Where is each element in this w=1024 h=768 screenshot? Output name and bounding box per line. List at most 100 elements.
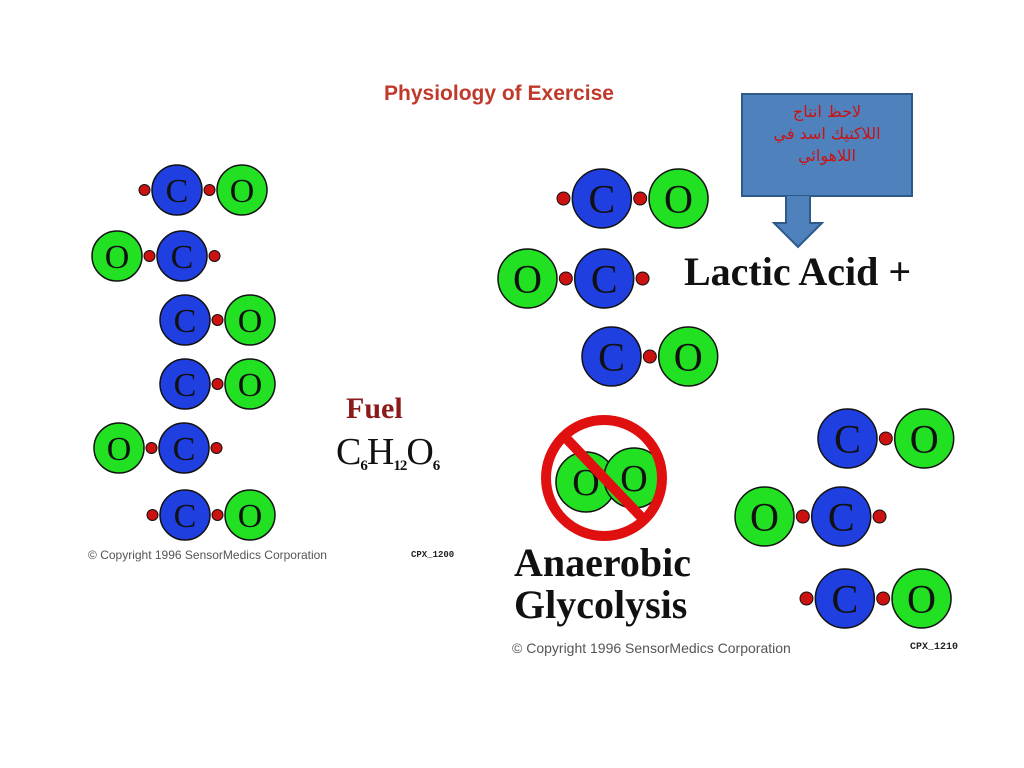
oxygen-atom xyxy=(734,485,795,547)
hydrogen-atom xyxy=(872,509,887,523)
glycolysis-line: Glycolysis xyxy=(514,582,688,627)
oxygen-label: O xyxy=(105,239,130,276)
carbon-label: C xyxy=(598,334,625,379)
oxygen-atom xyxy=(891,567,952,629)
copyright-left: © Copyright 1996 SensorMedics Corporatio… xyxy=(88,548,327,562)
hydrogen-atom xyxy=(799,591,814,605)
hydrogen-atom xyxy=(211,378,224,390)
hydrogen-atom xyxy=(146,509,159,521)
oxygen-label: O xyxy=(238,303,263,340)
carbon-atom xyxy=(159,294,211,346)
hydrogen-atom xyxy=(642,349,657,363)
callout-line-2: اللاكتيك اسد في xyxy=(773,124,881,143)
carbon-label: C xyxy=(828,494,855,539)
carbon-label: C xyxy=(591,256,618,301)
slide-title: Physiology of Exercise xyxy=(384,82,614,105)
code-right: CPX_1210 xyxy=(910,642,959,653)
hydrogen-atom xyxy=(143,250,156,262)
oxygen-atom xyxy=(224,489,276,541)
anaerobic-line: Anaerobic xyxy=(514,540,692,585)
fuel-label: Fuel xyxy=(346,392,403,425)
carbon-atom xyxy=(156,230,208,282)
glucose-formula: C6H12O6 xyxy=(336,431,440,474)
oxygen-label: O xyxy=(238,498,263,535)
hydrogen-atom xyxy=(203,184,216,196)
prohibition-slash xyxy=(560,432,648,524)
hydrogen-atom xyxy=(208,250,221,262)
oxygen-label: O xyxy=(664,176,693,221)
code-left: CPX_1200 xyxy=(411,550,455,560)
hydrogen-atom xyxy=(138,184,151,196)
oxygen-label: O xyxy=(750,494,779,539)
carbon-label: C xyxy=(834,416,861,461)
hydrogen-atom xyxy=(795,509,810,523)
carbon-atom xyxy=(159,489,211,541)
oxygen-atom xyxy=(224,358,276,410)
oxygen-atom xyxy=(648,167,709,229)
oxygen-label: O xyxy=(513,256,542,301)
oxygen-atom xyxy=(497,247,558,309)
hydrogen-atom xyxy=(556,191,571,205)
carbon-atom xyxy=(159,358,211,410)
oxygen-label: O xyxy=(238,367,263,404)
carbon-label: C xyxy=(174,498,197,535)
oxygen-atom xyxy=(657,325,719,387)
hydrogen-atom xyxy=(878,431,893,445)
oxygen-atom xyxy=(224,294,276,346)
carbon-label: C xyxy=(173,431,196,468)
carbon-label: C xyxy=(166,173,189,210)
carbon-atom xyxy=(158,422,210,474)
oxygen-atom xyxy=(216,164,268,216)
down-arrow-icon xyxy=(771,195,825,249)
oxygen-label: O xyxy=(107,431,132,468)
hydrogen-atom xyxy=(211,314,224,326)
hydrogen-atom xyxy=(633,191,648,205)
hydrogen-atom xyxy=(876,591,891,605)
oxygen-label: O xyxy=(910,416,939,461)
carbon-atom xyxy=(817,407,878,469)
carbon-atom xyxy=(581,325,642,387)
callout-line-3: اللاهوائي xyxy=(798,146,856,165)
lactic-acid-label: Lactic Acid + xyxy=(684,249,912,294)
anaerobic-glycolysis-label: Anaerobic Glycolysis xyxy=(514,542,691,626)
carbon-label: C xyxy=(171,239,194,276)
oxygen-atom xyxy=(893,407,955,469)
oxygen-atom xyxy=(91,230,143,282)
carbon-atom xyxy=(573,247,635,309)
carbon-label: C xyxy=(831,576,858,621)
oxygen-label: O xyxy=(907,576,936,621)
prohibition-ring xyxy=(541,415,667,541)
carbon-label: C xyxy=(174,367,197,404)
oxygen-label: O xyxy=(674,334,703,379)
carbon-atom xyxy=(814,567,876,629)
hydrogen-atom xyxy=(635,271,650,285)
arabic-callout-box: لاحظ انتاج اللاكتيك اسد في اللاهوائي xyxy=(741,93,913,197)
copyright-right: © Copyright 1996 SensorMedics Corporatio… xyxy=(512,640,791,656)
no-o2-sign: O O xyxy=(541,415,667,541)
carbon-label: C xyxy=(588,176,615,221)
hydrogen-atom xyxy=(211,509,224,521)
